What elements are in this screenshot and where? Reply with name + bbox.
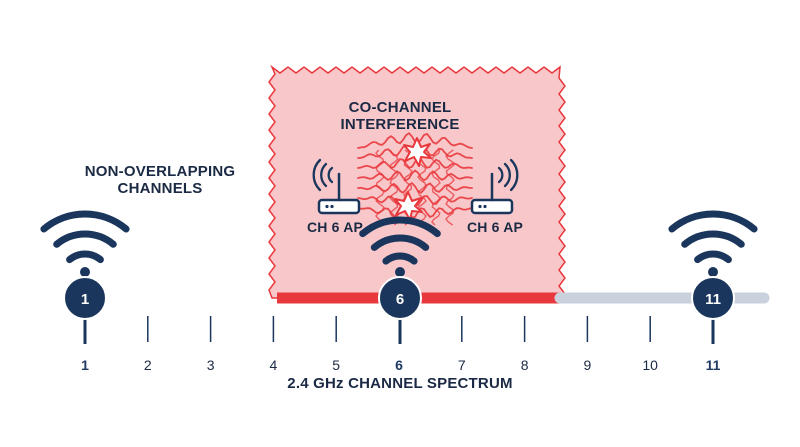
channel-node-6 [378, 276, 422, 344]
ap-left-label: CH 6 AP [306, 219, 364, 235]
ap-right-label: CH 6 AP [466, 219, 524, 235]
router-icon [312, 158, 361, 215]
wifi-icon [668, 210, 758, 277]
router-icon [470, 158, 519, 215]
tick-marks [147, 316, 651, 342]
channel-node-1 [63, 276, 107, 344]
tick-label: 10 [642, 357, 658, 373]
tick-label: 6 [395, 357, 403, 373]
interference-zone [268, 64, 566, 299]
spectrum-title: 2.4 GHz CHANNEL SPECTRUM [287, 375, 513, 392]
tick-label: 11 [705, 357, 721, 373]
tick-label: 3 [206, 357, 215, 373]
node-label-6: 6 [395, 291, 405, 308]
tick-label: 4 [269, 357, 278, 373]
non-overlapping-label: NON-OVERLAPPING CHANNELS [84, 163, 236, 197]
node-label-11: 11 [705, 291, 721, 308]
wifi-icon [40, 210, 130, 277]
co-channel-label: CO-CHANNEL INTERFERENCE [340, 99, 460, 133]
node-label-1: 1 [80, 291, 90, 308]
tick-label: 1 [81, 357, 89, 373]
tick-label: 2 [143, 357, 152, 373]
tick-label: 5 [332, 357, 341, 373]
tick-label: 7 [457, 357, 466, 373]
wifi-icon [359, 216, 441, 277]
collision-burst-icon [403, 137, 432, 167]
channel-node-11 [691, 276, 735, 344]
tick-label: 9 [583, 357, 592, 373]
tick-label: 8 [520, 357, 529, 373]
